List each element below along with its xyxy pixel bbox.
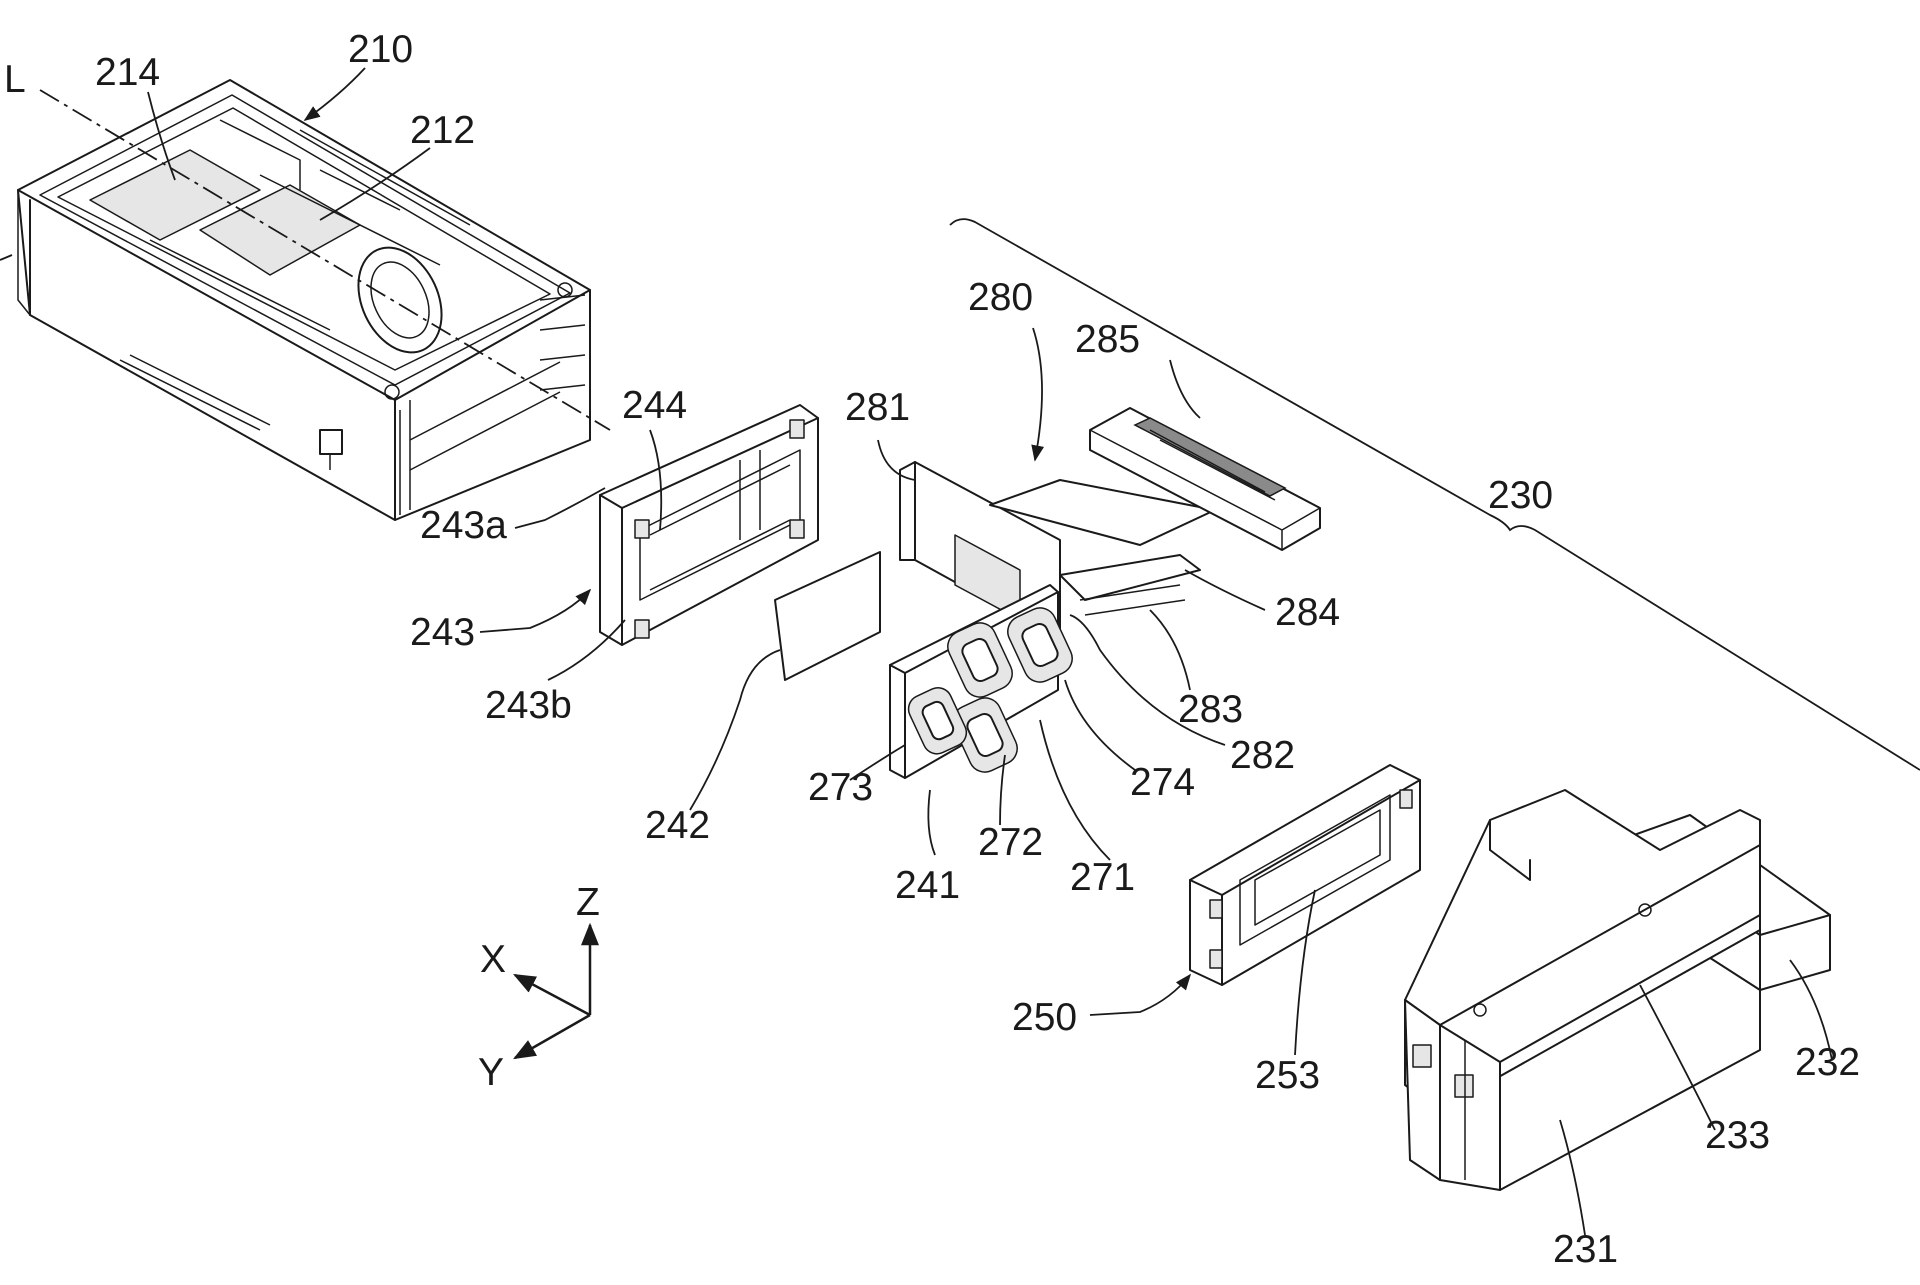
label-L: L <box>4 58 26 101</box>
label-241: 241 <box>895 864 960 907</box>
label-272: 272 <box>978 821 1043 864</box>
filter-242 <box>774 551 881 681</box>
label-281: 281 <box>845 386 910 429</box>
axis-label-x: X <box>480 938 506 981</box>
label-284: 284 <box>1275 591 1340 634</box>
label-244: 244 <box>622 384 687 427</box>
label-212: 212 <box>410 109 475 152</box>
label-285: 285 <box>1075 318 1140 361</box>
label-282: 282 <box>1230 734 1295 777</box>
camera-housing-210 <box>17 79 591 521</box>
reference-labels: 210 214 L 212 244 243a 243 243b 242 280 … <box>4 28 1860 1271</box>
label-231: 231 <box>1553 1228 1618 1271</box>
sensor-board-assembly-280 <box>899 407 1321 641</box>
bracket-250 <box>1189 764 1421 986</box>
optical-axis-line <box>39 89 611 431</box>
group-230-bracket-line <box>949 218 1920 771</box>
label-273: 273 <box>808 766 873 809</box>
label-283: 283 <box>1178 688 1243 731</box>
label-233: 233 <box>1705 1114 1770 1157</box>
label-274: 274 <box>1130 761 1195 804</box>
substrate-241 <box>889 584 1073 779</box>
label-230: 230 <box>1488 474 1553 517</box>
label-242: 242 <box>645 804 710 847</box>
label-280: 280 <box>968 276 1033 319</box>
axis-label-z: Z <box>576 881 600 924</box>
label-243b: 243b <box>485 684 572 727</box>
leader-lines <box>0 67 1833 1236</box>
label-271: 271 <box>1070 856 1135 899</box>
label-210: 210 <box>348 28 413 71</box>
axis-label-y: Y <box>478 1051 504 1094</box>
label-243a: 243a <box>420 504 507 547</box>
label-232: 232 <box>1795 1041 1860 1084</box>
label-250: 250 <box>1012 996 1077 1039</box>
label-243: 243 <box>410 611 475 654</box>
coordinate-axes <box>513 922 599 1060</box>
case-230 <box>1404 789 1831 1191</box>
label-214: 214 <box>95 51 160 94</box>
label-253: 253 <box>1255 1054 1320 1097</box>
